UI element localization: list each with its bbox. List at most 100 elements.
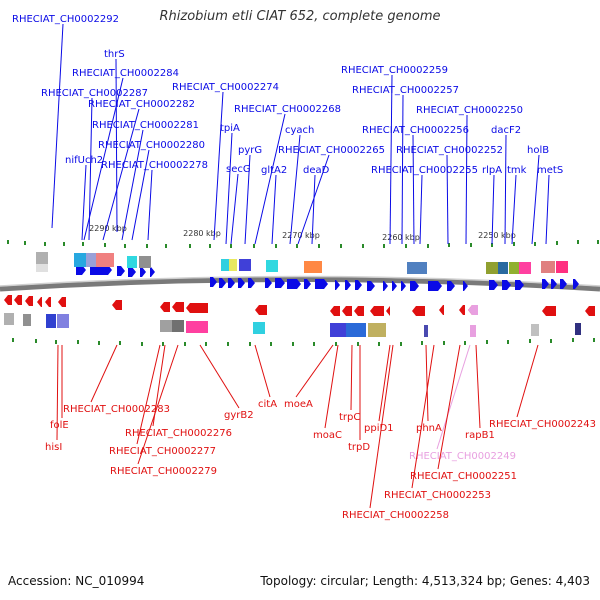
gene-label-tpia[interactable]: tpiA — [220, 123, 240, 134]
reverse-gene-arrow[interactable] — [25, 296, 33, 306]
gene-label-dead[interactable]: deaD — [303, 165, 330, 176]
gene-label-rheciat-ch0002259[interactable]: RHECIAT_CH0002259 — [341, 65, 448, 76]
forward-gene-arrow[interactable] — [367, 281, 375, 291]
forward-gene-arrow[interactable] — [428, 281, 442, 291]
gene-feature-block[interactable] — [96, 253, 114, 267]
gene-feature-block[interactable] — [575, 323, 581, 335]
gene-label-rheciat-ch0002283[interactable]: RHECIAT_CH0002283 — [63, 404, 170, 415]
reverse-gene-arrow[interactable] — [585, 306, 595, 316]
gene-label-rheciat-ch0002258[interactable]: RHECIAT_CH0002258 — [342, 510, 449, 521]
gene-feature-block[interactable] — [509, 262, 519, 274]
gene-feature-block[interactable] — [266, 260, 278, 272]
gene-label-cyach[interactable]: cyach — [285, 125, 314, 136]
gene-feature-block[interactable] — [407, 262, 427, 274]
gene-label-cita[interactable]: citA — [258, 399, 277, 410]
gene-feature-block[interactable] — [23, 314, 31, 326]
gene-label-rheciat-ch0002282[interactable]: RHECIAT_CH0002282 — [88, 99, 195, 110]
reverse-gene-arrow[interactable] — [439, 305, 444, 315]
gene-label-rheciat-ch0002243[interactable]: RHECIAT_CH0002243 — [489, 419, 596, 430]
gene-feature-block[interactable] — [221, 259, 229, 271]
forward-gene-arrow[interactable] — [463, 281, 468, 291]
gene-label-moea[interactable]: moeA — [284, 399, 313, 410]
gene-feature-block[interactable] — [172, 320, 184, 332]
reverse-gene-arrow[interactable] — [37, 297, 42, 307]
gene-feature-block[interactable] — [253, 322, 265, 334]
gene-label-rheciat-ch0002287[interactable]: RHECIAT_CH0002287 — [41, 88, 148, 99]
reverse-gene-arrow[interactable] — [186, 303, 208, 313]
forward-gene-arrow[interactable] — [447, 281, 455, 291]
reverse-gene-arrow[interactable] — [14, 295, 22, 305]
forward-gene-arrow[interactable] — [345, 280, 351, 290]
gene-label-rheciat-ch0002278[interactable]: RHECIAT_CH0002278 — [101, 160, 208, 171]
forward-gene-arrow[interactable] — [90, 265, 112, 275]
gene-label-rheciat-ch0002281[interactable]: RHECIAT_CH0002281 — [92, 120, 199, 131]
forward-gene-arrow[interactable] — [150, 267, 155, 277]
gene-label-holb[interactable]: holB — [527, 145, 549, 156]
reverse-gene-arrow[interactable] — [342, 306, 352, 316]
reverse-gene-arrow[interactable] — [330, 306, 340, 316]
gene-label-rheciat-ch0002280[interactable]: RHECIAT_CH0002280 — [98, 140, 205, 151]
forward-gene-arrow[interactable] — [401, 281, 406, 291]
reverse-gene-arrow[interactable] — [255, 305, 267, 315]
gene-feature-block[interactable] — [186, 321, 208, 333]
gene-label-mets[interactable]: metS — [537, 165, 563, 176]
reverse-gene-arrow[interactable] — [4, 295, 12, 305]
gene-label-dacf2[interactable]: dacF2 — [491, 125, 521, 136]
gene-label-rapb1[interactable]: rapB1 — [465, 430, 495, 441]
gene-feature-block[interactable] — [127, 256, 137, 268]
gene-label-rheciat-ch0002256[interactable]: RHECIAT_CH0002256 — [362, 125, 469, 136]
forward-gene-arrow[interactable] — [551, 279, 557, 289]
forward-gene-arrow[interactable] — [228, 278, 235, 288]
gene-feature-block[interactable] — [556, 261, 568, 273]
gene-feature-block[interactable] — [368, 323, 386, 337]
gene-feature-block[interactable] — [239, 259, 251, 271]
gene-feature-block[interactable] — [486, 262, 498, 274]
gene-feature-block[interactable] — [160, 320, 172, 332]
gene-label-moac[interactable]: moaC — [313, 430, 342, 441]
pseudogene-arrow[interactable] — [468, 305, 478, 315]
gene-feature-block[interactable] — [57, 314, 69, 328]
gene-feature-block[interactable] — [36, 252, 48, 264]
forward-gene-arrow[interactable] — [560, 279, 567, 289]
gene-label-rheciat-ch0002257[interactable]: RHECIAT_CH0002257 — [352, 85, 459, 96]
gene-feature-block[interactable] — [519, 262, 531, 274]
forward-gene-arrow[interactable] — [573, 279, 579, 289]
gene-feature-block[interactable] — [86, 253, 96, 267]
forward-gene-arrow[interactable] — [140, 267, 146, 277]
forward-gene-arrow[interactable] — [515, 280, 524, 290]
gene-label-pyrg[interactable]: pyrG — [238, 145, 262, 156]
forward-gene-arrow[interactable] — [210, 277, 217, 287]
gene-label-rheciat-ch0002292[interactable]: RHECIAT_CH0002292 — [12, 14, 119, 25]
gene-label-gyrb2[interactable]: gyrB2 — [224, 410, 254, 421]
forward-gene-arrow[interactable] — [383, 281, 388, 291]
reverse-gene-arrow[interactable] — [58, 297, 66, 307]
forward-gene-arrow[interactable] — [238, 278, 245, 288]
reverse-gene-arrow[interactable] — [45, 297, 51, 307]
gene-feature-block[interactable] — [470, 325, 476, 337]
gene-feature-block[interactable] — [346, 323, 366, 337]
gene-label-rheciat-ch0002251[interactable]: RHECIAT_CH0002251 — [410, 471, 517, 482]
forward-gene-arrow[interactable] — [335, 280, 340, 290]
gene-label-rheciat-ch0002274[interactable]: RHECIAT_CH0002274 — [172, 82, 279, 93]
forward-gene-arrow[interactable] — [392, 281, 397, 291]
gene-feature-block[interactable] — [46, 314, 56, 328]
gene-label-rheciat-ch0002250[interactable]: RHECIAT_CH0002250 — [416, 105, 523, 116]
gene-label-rheciat-ch0002253[interactable]: RHECIAT_CH0002253 — [384, 490, 491, 501]
gene-label-rheciat-ch0002252[interactable]: RHECIAT_CH0002252 — [396, 145, 503, 156]
gene-label-trpd[interactable]: trpD — [348, 442, 370, 453]
gene-label-phna[interactable]: phnA — [416, 423, 442, 434]
forward-gene-arrow[interactable] — [502, 280, 511, 290]
forward-gene-arrow[interactable] — [117, 266, 125, 276]
gene-feature-block[interactable] — [498, 262, 508, 274]
gene-label-rheciat-ch0002265[interactable]: RHECIAT_CH0002265 — [278, 145, 385, 156]
reverse-gene-arrow[interactable] — [412, 306, 425, 316]
gene-feature-block[interactable] — [139, 256, 151, 268]
forward-gene-arrow[interactable] — [410, 281, 419, 291]
gene-feature-block[interactable] — [531, 324, 539, 336]
reverse-gene-arrow[interactable] — [112, 300, 122, 310]
reverse-gene-arrow[interactable] — [386, 306, 390, 316]
gene-feature-block[interactable] — [229, 259, 237, 271]
gene-label-rlpa[interactable]: rlpA — [482, 165, 502, 176]
gene-label-rheciat-ch0002279[interactable]: RHECIAT_CH0002279 — [110, 466, 217, 477]
reverse-gene-arrow[interactable] — [172, 302, 184, 312]
